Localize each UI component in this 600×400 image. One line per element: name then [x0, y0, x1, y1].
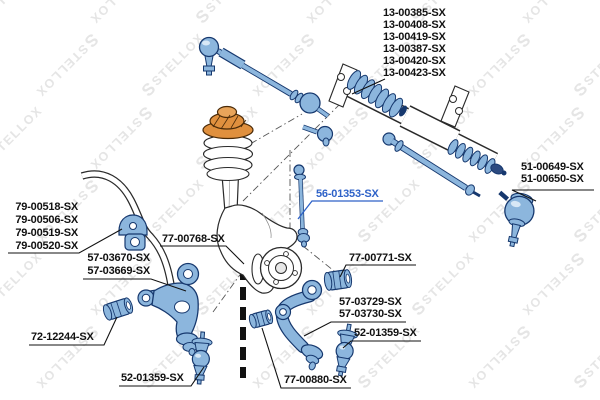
part-number-57-03669[interactable]: 57-03669-SX — [87, 265, 150, 277]
bushing-771 — [323, 269, 353, 291]
label-group-stab-bushings: 79-00518-SX 79-00506-SX 79-00519-SX 79-0… — [0, 201, 78, 253]
label-group-arm-rear: 57-03729-SX 57-03730-SX — [339, 296, 402, 320]
rack-mount-bracket-right — [440, 85, 470, 128]
part-number-79-00520[interactable]: 79-00520-SX — [15, 240, 78, 252]
part-number-77-00771[interactable]: 77-00771-SX — [349, 252, 412, 264]
bushing-72 — [102, 297, 134, 321]
control-arm-rear — [274, 279, 324, 371]
part-number-57-03729[interactable]: 57-03729-SX — [339, 296, 402, 308]
strut-mount — [202, 105, 254, 140]
part-number-79-00506[interactable]: 79-00506-SX — [15, 214, 78, 226]
control-arm-front — [137, 262, 200, 356]
tie-rod-end-upper — [198, 36, 220, 76]
tie-rod-end — [498, 190, 535, 248]
rack-boot — [346, 70, 407, 118]
wheel-hub — [251, 246, 303, 290]
label-group-boot-kit: 13-00385-SX 13-00408-SX 13-00419-SX 13-0… — [383, 7, 446, 79]
coil-spring — [202, 134, 254, 182]
part-number-13-00385[interactable]: 13-00385-SX — [383, 7, 446, 19]
label-group-tie-rod-end: 51-00649-SX 51-00650-SX — [521, 161, 584, 185]
stabilizer-bushing — [124, 233, 146, 251]
part-number-51-00649[interactable]: 51-00649-SX — [521, 161, 584, 173]
part-number-77-00880[interactable]: 77-00880-SX — [284, 374, 347, 386]
part-number-13-00387[interactable]: 13-00387-SX — [383, 43, 446, 55]
bushing-880 — [248, 309, 274, 329]
part-number-57-03670[interactable]: 57-03670-SX — [87, 252, 150, 264]
leader-lines — [8, 78, 594, 389]
tie-rod-end-inner — [302, 124, 334, 147]
part-number-77-00768[interactable]: 77-00768-SX — [162, 233, 225, 245]
part-number-51-00650[interactable]: 51-00650-SX — [521, 173, 584, 185]
part-number-13-00419[interactable]: 13-00419-SX — [383, 31, 446, 43]
part-number-13-00420[interactable]: 13-00420-SX — [383, 55, 446, 67]
part-number-57-03730[interactable]: 57-03730-SX — [339, 308, 402, 320]
stabilizer-clamp — [118, 214, 148, 236]
part-number-72-12244[interactable]: 72-12244-SX — [31, 331, 94, 343]
part-number-52-01359-right[interactable]: 52-01359-SX — [354, 327, 417, 339]
part-number-56-01353-highlighted[interactable]: 56-01353-SX — [316, 188, 379, 200]
part-number-79-00519[interactable]: 79-00519-SX — [15, 227, 78, 239]
label-group-arm-front: 57-03670-SX 57-03669-SX — [60, 252, 150, 278]
tie-rod-assembly — [198, 36, 334, 147]
inner-tie-rod — [382, 132, 481, 198]
part-number-13-00408[interactable]: 13-00408-SX — [383, 19, 446, 31]
part-number-13-00423[interactable]: 13-00423-SX — [383, 67, 446, 79]
part-number-79-00518[interactable]: 79-00518-SX — [15, 201, 78, 213]
part-number-52-01359-left[interactable]: 52-01359-SX — [121, 372, 184, 384]
highlight-leader-line — [297, 200, 383, 220]
rack-inner-joint — [447, 139, 507, 176]
